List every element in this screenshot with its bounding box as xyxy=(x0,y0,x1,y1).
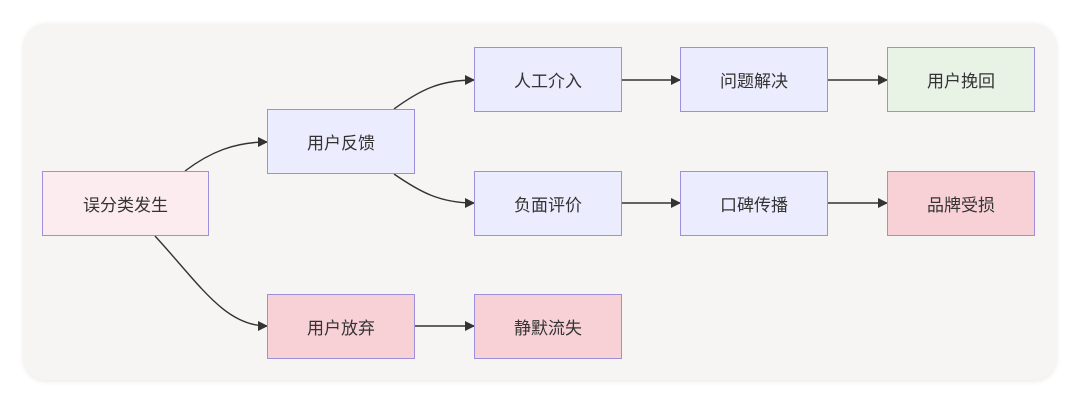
node-human-intervention: 人工介入 xyxy=(474,47,622,112)
node-brand-damage: 品牌受损 xyxy=(887,171,1035,236)
node-user-recovered: 用户挽回 xyxy=(887,47,1035,112)
node-problem-resolved: 问题解决 xyxy=(680,47,828,112)
node-misclassification: 误分类发生 xyxy=(42,171,209,236)
node-user-abandon: 用户放弃 xyxy=(267,294,415,359)
node-negative-review: 负面评价 xyxy=(474,171,622,236)
node-word-of-mouth: 口碑传播 xyxy=(680,171,828,236)
node-silent-churn: 静默流失 xyxy=(474,294,622,359)
node-user-feedback: 用户反馈 xyxy=(267,109,415,174)
